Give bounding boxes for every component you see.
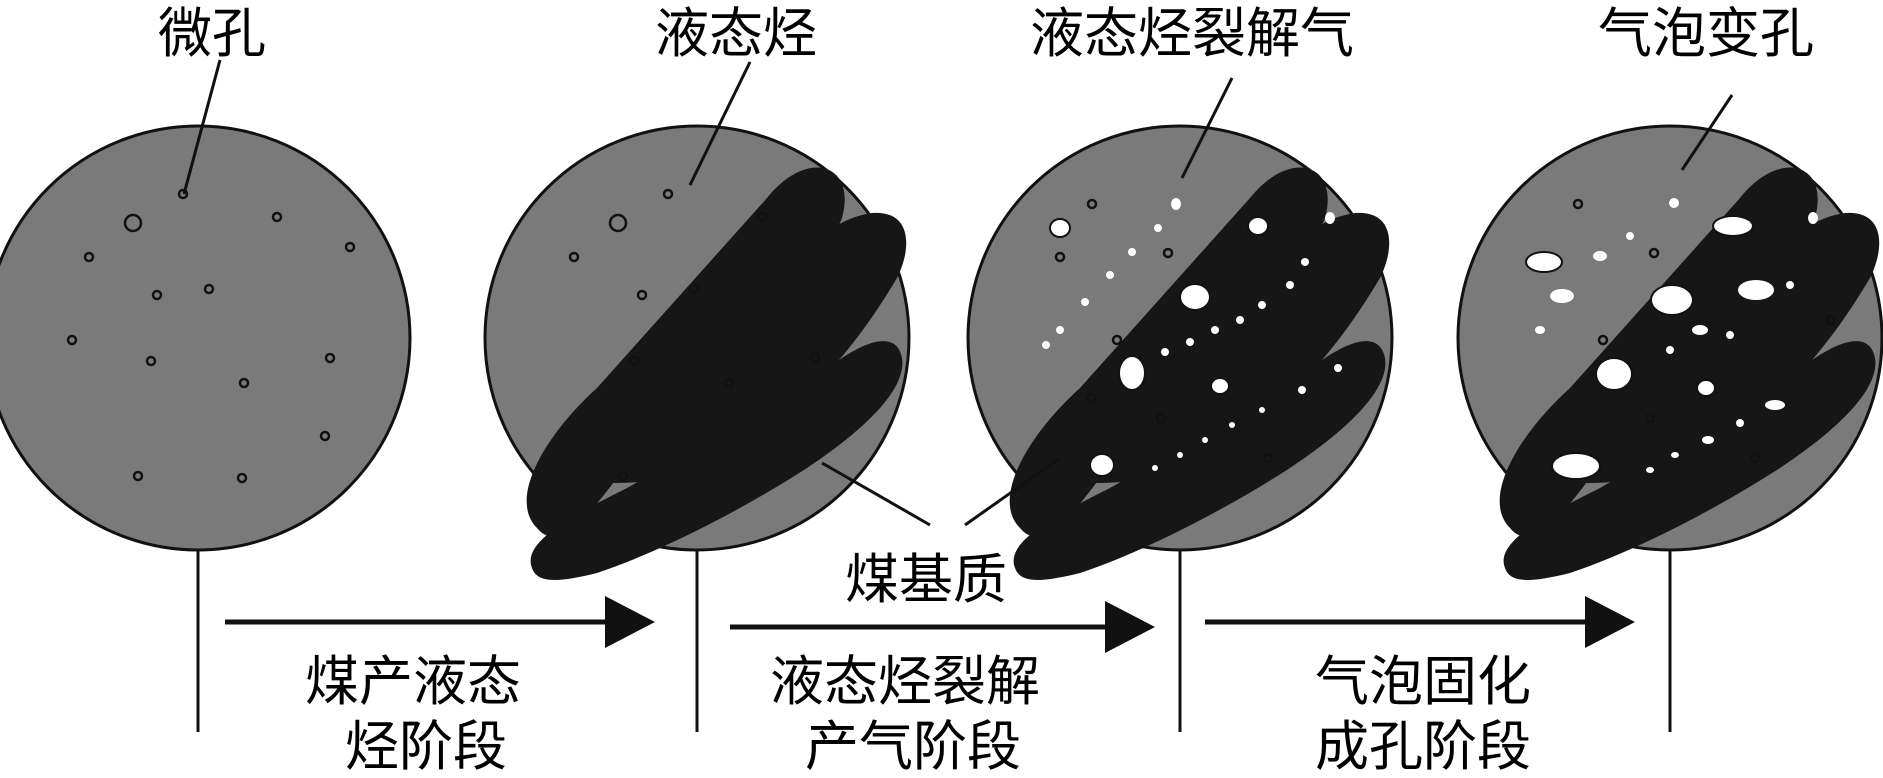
micropores-4 [1572,198,1837,464]
liquid-hydrocarbon-leader [688,61,752,186]
coal-matrix-leader-right [964,456,1061,527]
pores-in-hydrocarbon-4 [1535,198,1818,473]
arrow-1 [225,596,655,648]
label-coal-matrix: 煤基质 [845,548,1007,611]
arrow-2 [730,601,1155,653]
label-bubble-to-pore: 气泡变孔 [1598,2,1814,65]
stage-2-line-1: 液态烃裂解 [770,650,1040,713]
panel-3: 液态烃裂解气 [966,2,1394,732]
micropores-3 [1054,198,1274,464]
micropores-2 [568,188,821,482]
coal-matrix-circle-1 [0,124,412,552]
label-cracking-gas: 液态烃裂解气 [1030,2,1354,65]
panel-4: 气泡变孔 [1456,2,1883,732]
micropore-leader [182,59,222,195]
stage-3-line-2: 成孔阶段 [1315,715,1531,778]
solidified-pores-4 [1525,215,1754,480]
stage-1-line-2: 烃阶段 [345,715,507,778]
panel-1: 微孔 [0,2,412,732]
bubble-to-pore-leader [1680,94,1734,171]
arrow-3 [1205,596,1635,648]
gas-bubbles-3 [1049,216,1269,477]
stage-1-line-1: 煤产液态 [305,650,521,713]
coal-matrix-leader-left [821,461,931,527]
stage-3-line-1: 气泡固化 [1315,650,1531,713]
panel-2: 液态烃 [483,2,911,732]
label-micropore: 微孔 [158,2,266,65]
micropores-1 [66,188,356,484]
label-liquid-hydrocarbon: 液态烃 [655,2,817,65]
cracking-gas-leader [1180,77,1234,179]
bubbles-in-hydrocarbon-3 [1042,198,1342,471]
stage-2-line-2: 产气阶段 [805,715,1021,778]
